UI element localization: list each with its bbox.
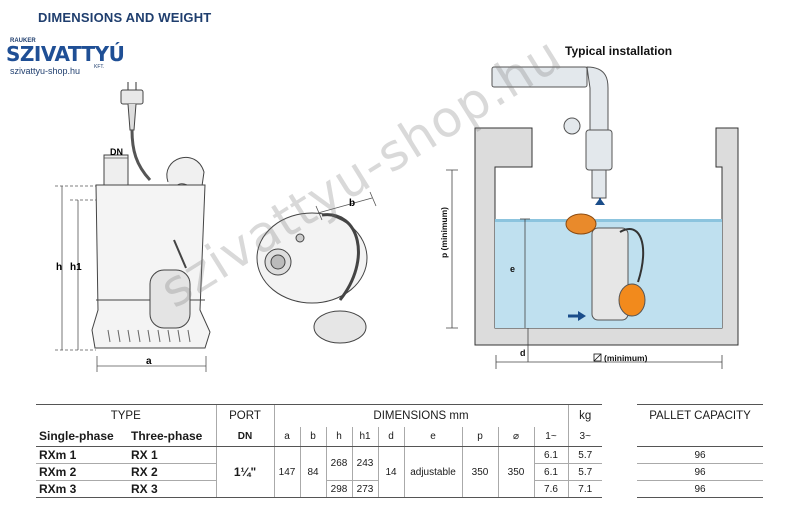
- h-value-12: 268: [325, 446, 352, 481]
- spec-header-row: TYPE PORT DIMENSIONS mm kg: [36, 404, 602, 427]
- inst-min-label: (minimum): [604, 353, 648, 363]
- pump-top-view: [256, 191, 377, 344]
- pallet-value: 96: [637, 446, 763, 464]
- kg3-value: 5.7: [567, 446, 602, 464]
- col-kg1: 1~: [533, 426, 568, 447]
- col-kg3: 3~: [567, 426, 602, 447]
- col-h1: h1: [351, 426, 378, 447]
- diam-value: 350: [497, 446, 534, 498]
- col-h: h: [325, 426, 352, 447]
- installation-sketch: p (minimum) e d (minimum): [439, 66, 739, 369]
- col-a: a: [273, 426, 300, 447]
- inst-e-label: e: [510, 264, 515, 274]
- dim-dn-label: DN: [110, 147, 123, 157]
- dims-header: DIMENSIONS mm: [273, 404, 568, 427]
- a-value: 147: [273, 446, 300, 498]
- row-three: RX 1: [128, 446, 216, 464]
- spec-subheader-row: Single-phase Three-phase DN a b h h1 d e…: [36, 426, 602, 447]
- p-value: 350: [461, 446, 498, 498]
- h-value-3: 298: [325, 480, 352, 498]
- logo-main-text: SZIVATTYÚ: [6, 42, 125, 66]
- dim-a-label: a: [146, 356, 152, 367]
- row-three: RX 3: [128, 480, 216, 498]
- col-d: d: [377, 426, 404, 447]
- type-header: TYPE: [36, 404, 216, 427]
- dn-header: DN: [215, 426, 274, 447]
- pump-side-view: [55, 82, 211, 372]
- e-value: adjustable: [403, 446, 462, 498]
- kg1-value: 6.1: [533, 446, 568, 464]
- installation-title: Typical installation: [565, 44, 673, 58]
- inst-p-label: p (minimum): [439, 207, 449, 258]
- kg-header: kg: [567, 404, 602, 427]
- inst-d-label: d: [520, 348, 526, 358]
- logo-small-text: RAUKER: [10, 38, 36, 44]
- kg3-value: 7.1: [567, 480, 602, 498]
- table-row: RXm 3 RX 3 298 273 7.6 7.1: [36, 480, 602, 498]
- logo-kft-text: KFT.: [94, 64, 105, 70]
- page-title: DIMENSIONS AND WEIGHT: [38, 10, 212, 25]
- dim-h1-label: h1: [70, 262, 82, 273]
- d-value: 14: [377, 446, 404, 498]
- kg1-value: 7.6: [533, 480, 568, 498]
- col-diam: ⌀: [497, 426, 534, 447]
- pallet-spacer: [637, 426, 763, 447]
- port-header: PORT: [215, 404, 274, 427]
- pallet-header: PALLET CAPACITY: [637, 404, 763, 427]
- brand-logo: RAUKER SZIVATTYÚ KFT. szivattyu-shop.hu: [6, 38, 125, 78]
- technical-drawings: DN h h1 a b: [55, 66, 739, 372]
- pallet-table: PALLET CAPACITY 96 96 96: [637, 404, 763, 498]
- pallet-value: 96: [637, 463, 763, 481]
- row-single: RXm 3: [36, 480, 128, 498]
- h1-value-12: 243: [351, 446, 378, 481]
- dim-b-label: b: [349, 198, 355, 209]
- col-p: p: [461, 426, 498, 447]
- port-value: 1¼": [215, 446, 274, 498]
- row-three: RX 2: [128, 463, 216, 481]
- table-row: RXm 2 RX 2 6.1 5.7: [36, 463, 602, 481]
- table-row: RXm 1 RX 1 1¼" 147 84 268 243 14 adjusta…: [36, 446, 602, 498]
- b-value: 84: [299, 446, 326, 498]
- single-phase-header: Single-phase: [36, 426, 128, 447]
- row-single: RXm 2: [36, 463, 128, 481]
- col-b: b: [299, 426, 326, 447]
- dim-h-label: h: [56, 262, 62, 273]
- h1-value-3: 273: [351, 480, 378, 498]
- kg1-value: 6.1: [533, 463, 568, 481]
- pallet-value: 96: [637, 480, 763, 498]
- kg3-value: 5.7: [567, 463, 602, 481]
- col-e: e: [403, 426, 462, 447]
- logo-url: szivattyu-shop.hu: [10, 66, 81, 76]
- diameter-icon: [593, 353, 602, 362]
- spec-table: TYPE PORT DIMENSIONS mm kg Single-phase …: [36, 404, 602, 498]
- three-phase-header: Three-phase: [128, 426, 216, 447]
- row-single: RXm 1: [36, 446, 128, 464]
